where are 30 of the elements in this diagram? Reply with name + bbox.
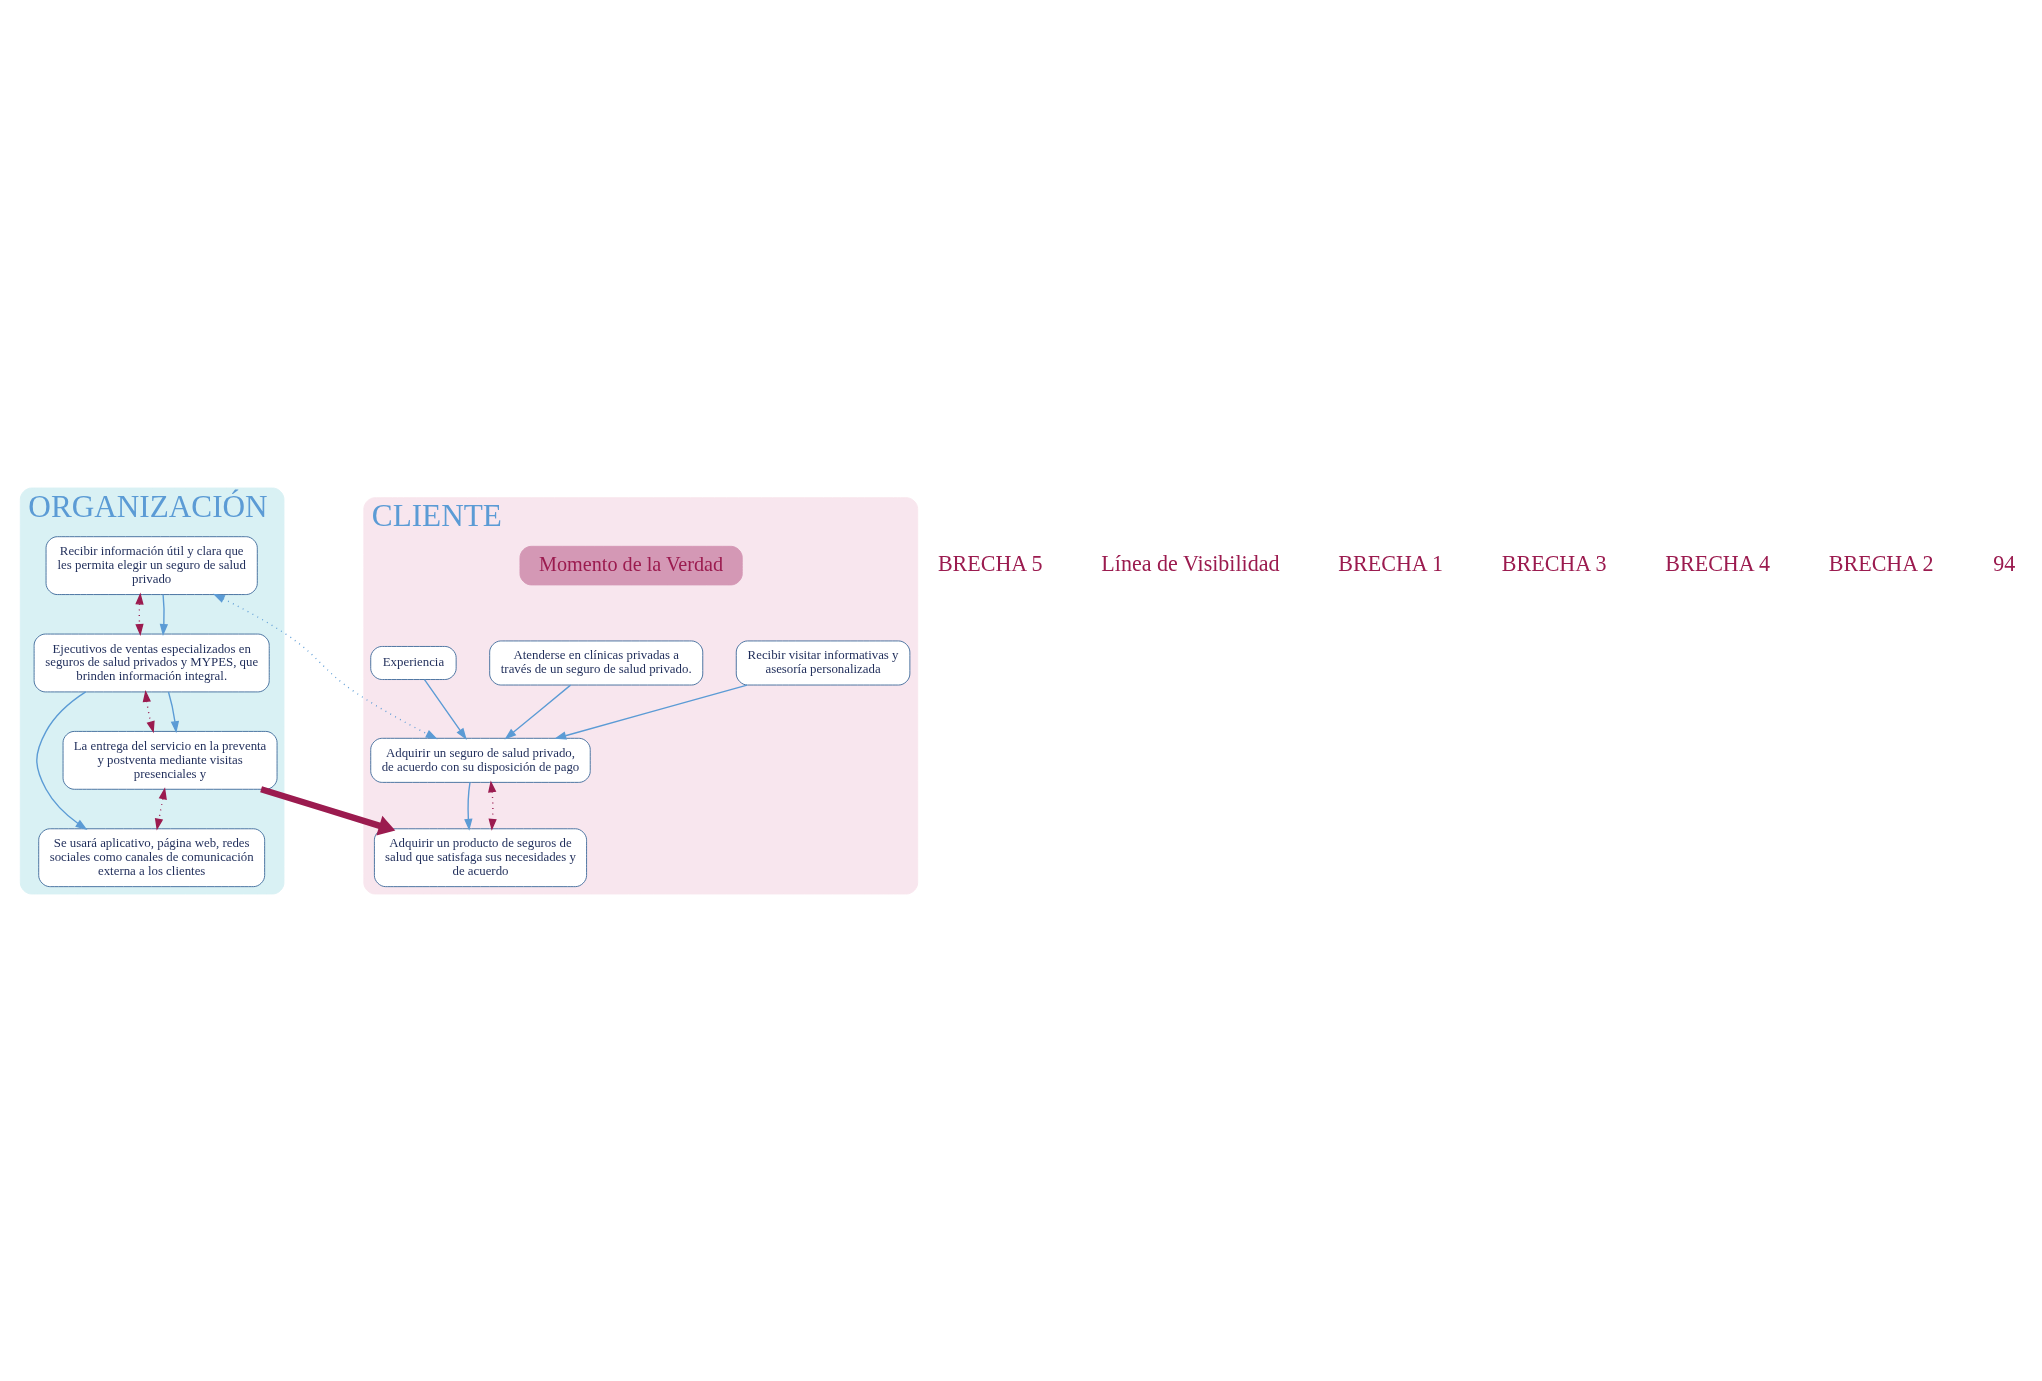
arrow xyxy=(464,781,473,831)
arrow xyxy=(554,683,748,740)
arrow xyxy=(260,785,396,835)
arrow xyxy=(504,683,572,740)
arrow xyxy=(36,690,88,830)
node-box: La entrega del servicio en la preventa y postventa mediante visitas presenciales y xyxy=(62,730,278,790)
label: 94 xyxy=(1993,550,2016,576)
arrow xyxy=(488,779,497,831)
node-box: Adquirir un seguro de salud privado, de acuerdo con su disposición de pago xyxy=(370,737,591,783)
node-box: Se usará aplicativo, página web, redes sociales como canales de comunicación externa a los clientes xyxy=(38,827,266,887)
node-box: Atenderse en clínicas privadas a través de un seguro de salud privado. xyxy=(489,640,704,685)
arrow xyxy=(154,786,167,831)
label: BRECHA 3 xyxy=(1501,550,1607,576)
node-box: Recibir visitar informativas y asesoría personalizada xyxy=(735,640,911,685)
arrow xyxy=(142,689,155,733)
label: BRECHA 1 xyxy=(1338,550,1444,576)
label: BRECHA 5 xyxy=(937,550,1043,576)
arrow xyxy=(423,678,467,740)
label: BRECHA 4 xyxy=(1665,550,1770,576)
arrow xyxy=(135,592,144,636)
label: Línea de Visibilidad xyxy=(1101,550,1280,576)
label: BRECHA 2 xyxy=(1828,550,1934,576)
node-box: Experiencia xyxy=(370,645,457,680)
arrow xyxy=(159,593,169,636)
node-box: Ejecutivos de ventas especializados en seguros de salud privados y MYPES, que brinden información integral. xyxy=(33,633,270,692)
node-box: Adquirir un producto de seguros de salud que satisfaga sus necesidades y de acuerdo xyxy=(373,827,588,887)
arrow xyxy=(167,690,180,733)
node-box: Momento de la Verdad xyxy=(519,545,743,585)
arrow xyxy=(212,593,438,739)
node-box: Recibir información útil y clara que les permita elegir un seguro de salud privado xyxy=(45,535,258,595)
